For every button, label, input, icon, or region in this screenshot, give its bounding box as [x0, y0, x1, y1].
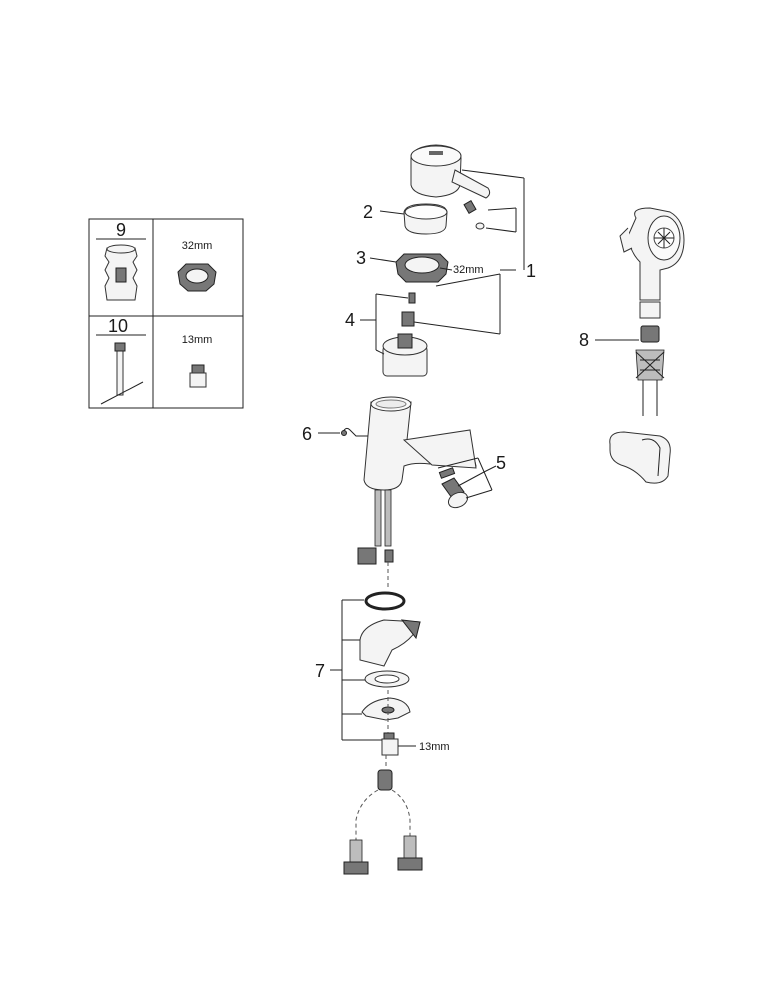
callout-5-leaders [437, 457, 497, 499]
callout-1: 1 [526, 261, 536, 281]
mounting-set-icon [359, 591, 421, 756]
callout-4: 4 [345, 310, 355, 330]
callout-2: 2 [363, 202, 373, 222]
handle-lever-icon [410, 144, 491, 199]
tools-table: 9 10 32mm 13mm [88, 218, 244, 409]
callout-1-leaders [413, 169, 525, 335]
shower-connector-icon [635, 325, 665, 416]
hand-shower-icon [619, 207, 685, 319]
pop-up-rod-icon [341, 427, 368, 437]
lower-hoses-icon [343, 755, 423, 875]
socket-tool-icon [104, 244, 138, 301]
callout-3: 3 [356, 248, 366, 268]
tool-10-size: 13mm [182, 334, 213, 346]
tools-table-frame [88, 218, 244, 409]
callout-6: 6 [302, 424, 312, 444]
wall-holder-icon [609, 431, 671, 484]
tool-9-size: 32mm [182, 240, 213, 252]
mixer-body-icon [363, 396, 477, 491]
aerator-icon [438, 467, 469, 509]
bonnet-nut-icon [395, 253, 449, 283]
tool-10-number: 10 [108, 316, 128, 336]
callout-7: 7 [315, 661, 325, 681]
callout-7-leaders [330, 599, 382, 741]
callout-8: 8 [579, 330, 589, 350]
callout-4-leaders [360, 293, 409, 355]
mounting-nut-13mm-icon [189, 364, 207, 388]
key-tool-icon [100, 342, 144, 405]
bonnet-nut-32mm-icon [177, 263, 217, 292]
cover-cap-icon [463, 199, 485, 230]
dome-cap-icon [403, 203, 448, 235]
bonnet-nut-size: 32mm [453, 264, 484, 276]
callout-5: 5 [496, 453, 506, 473]
cartridge-icon [382, 292, 428, 377]
mounting-nut-size: 13mm [419, 741, 450, 753]
tool-9-number: 9 [116, 220, 126, 240]
supply-hose-icon [357, 489, 394, 590]
